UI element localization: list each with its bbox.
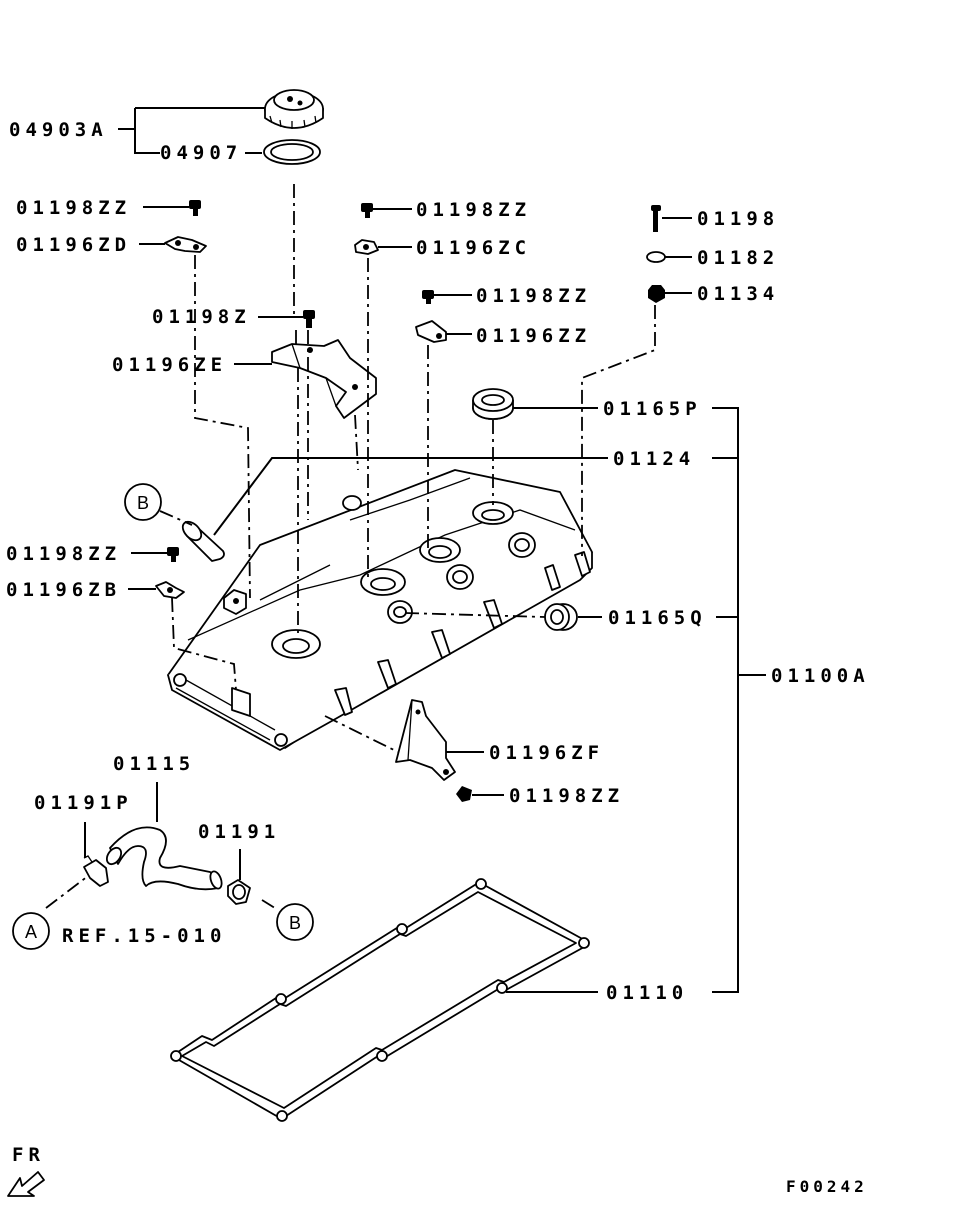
bolt-01198ZZ-b[interactable] — [361, 203, 373, 218]
bracket-01196ZD[interactable] — [164, 236, 207, 253]
label-01196ZC: 01196ZC — [416, 237, 531, 259]
label-01165P: 01165P — [603, 398, 702, 420]
bolt-01198ZZ-d[interactable] — [167, 547, 179, 562]
label-01198ZZ-b: 01198ZZ — [416, 199, 531, 221]
clamp-01191P[interactable] — [83, 855, 109, 887]
front-arrow-icon — [7, 1171, 45, 1197]
washer-01182[interactable] — [646, 251, 666, 263]
label-01198ZZ-d: 01198ZZ — [6, 543, 121, 565]
callout-b-top: B — [124, 483, 162, 521]
filler-cap-gasket[interactable] — [263, 139, 321, 165]
bolt-01198ZZ-a[interactable] — [189, 200, 201, 216]
callout-a: A — [12, 912, 50, 950]
label-01100A: 01100A — [771, 665, 870, 687]
label-01196ZZ: 01196ZZ — [476, 325, 591, 347]
label-01198: 01198 — [697, 208, 779, 230]
label-01124: 01124 — [613, 448, 695, 470]
bracket-01196ZC[interactable] — [354, 239, 379, 255]
label-01198ZZ-a: 01198ZZ — [16, 197, 131, 219]
bracket-01196ZZ[interactable] — [415, 320, 447, 343]
label-01198Z: 01198Z — [152, 306, 251, 328]
label-01198ZZ-e: 01198ZZ — [509, 785, 624, 807]
label-01134: 01134 — [697, 283, 779, 305]
svg-text:B: B — [137, 493, 149, 513]
label-01182: 01182 — [697, 247, 779, 269]
label-01198ZZ-c: 01198ZZ — [476, 285, 591, 307]
label-01196ZE: 01196ZE — [112, 354, 227, 376]
label-ref-15-010: REF.15-010 — [62, 925, 226, 947]
bracket-01196ZF[interactable] — [395, 699, 456, 781]
oil-filler-cap[interactable] — [264, 89, 324, 129]
clamp-01191[interactable] — [227, 879, 251, 905]
seal-01165P[interactable] — [472, 388, 514, 420]
label-04903A: 04903A — [9, 119, 108, 141]
svg-text:B: B — [289, 913, 301, 933]
label-01191P: 01191P — [34, 792, 133, 814]
bolt-01198ZZ-c[interactable] — [422, 290, 434, 304]
label-04907: 04907 — [160, 142, 242, 164]
pcv-tube-01124[interactable] — [179, 518, 225, 562]
label-01191: 01191 — [198, 821, 280, 843]
breather-hose-01115[interactable] — [104, 826, 224, 891]
label-01115: 01115 — [113, 753, 195, 775]
bolt-01198ZZ-e[interactable] — [456, 786, 472, 802]
cover-gasket-01110[interactable] — [170, 878, 590, 1122]
label-01165Q: 01165Q — [608, 607, 707, 629]
bracket-01196ZB[interactable] — [155, 581, 185, 599]
label-01110: 01110 — [606, 982, 688, 1004]
bracket-01196ZE[interactable] — [271, 339, 377, 419]
nut-01134[interactable] — [648, 285, 665, 303]
rocker-cover[interactable] — [167, 469, 593, 751]
bolt-01198[interactable] — [651, 205, 661, 232]
fr-label: FR — [12, 1144, 45, 1166]
label-01196ZF: 01196ZF — [489, 742, 604, 764]
seal-01165Q[interactable] — [544, 603, 578, 631]
callout-b-bottom: B — [276, 903, 314, 941]
label-01196ZD: 01196ZD — [16, 234, 131, 256]
svg-text:A: A — [25, 922, 37, 942]
label-01196ZB: 01196ZB — [6, 579, 121, 601]
figure-code: F00242 — [786, 1177, 868, 1196]
bolt-01198Z[interactable] — [303, 310, 315, 328]
